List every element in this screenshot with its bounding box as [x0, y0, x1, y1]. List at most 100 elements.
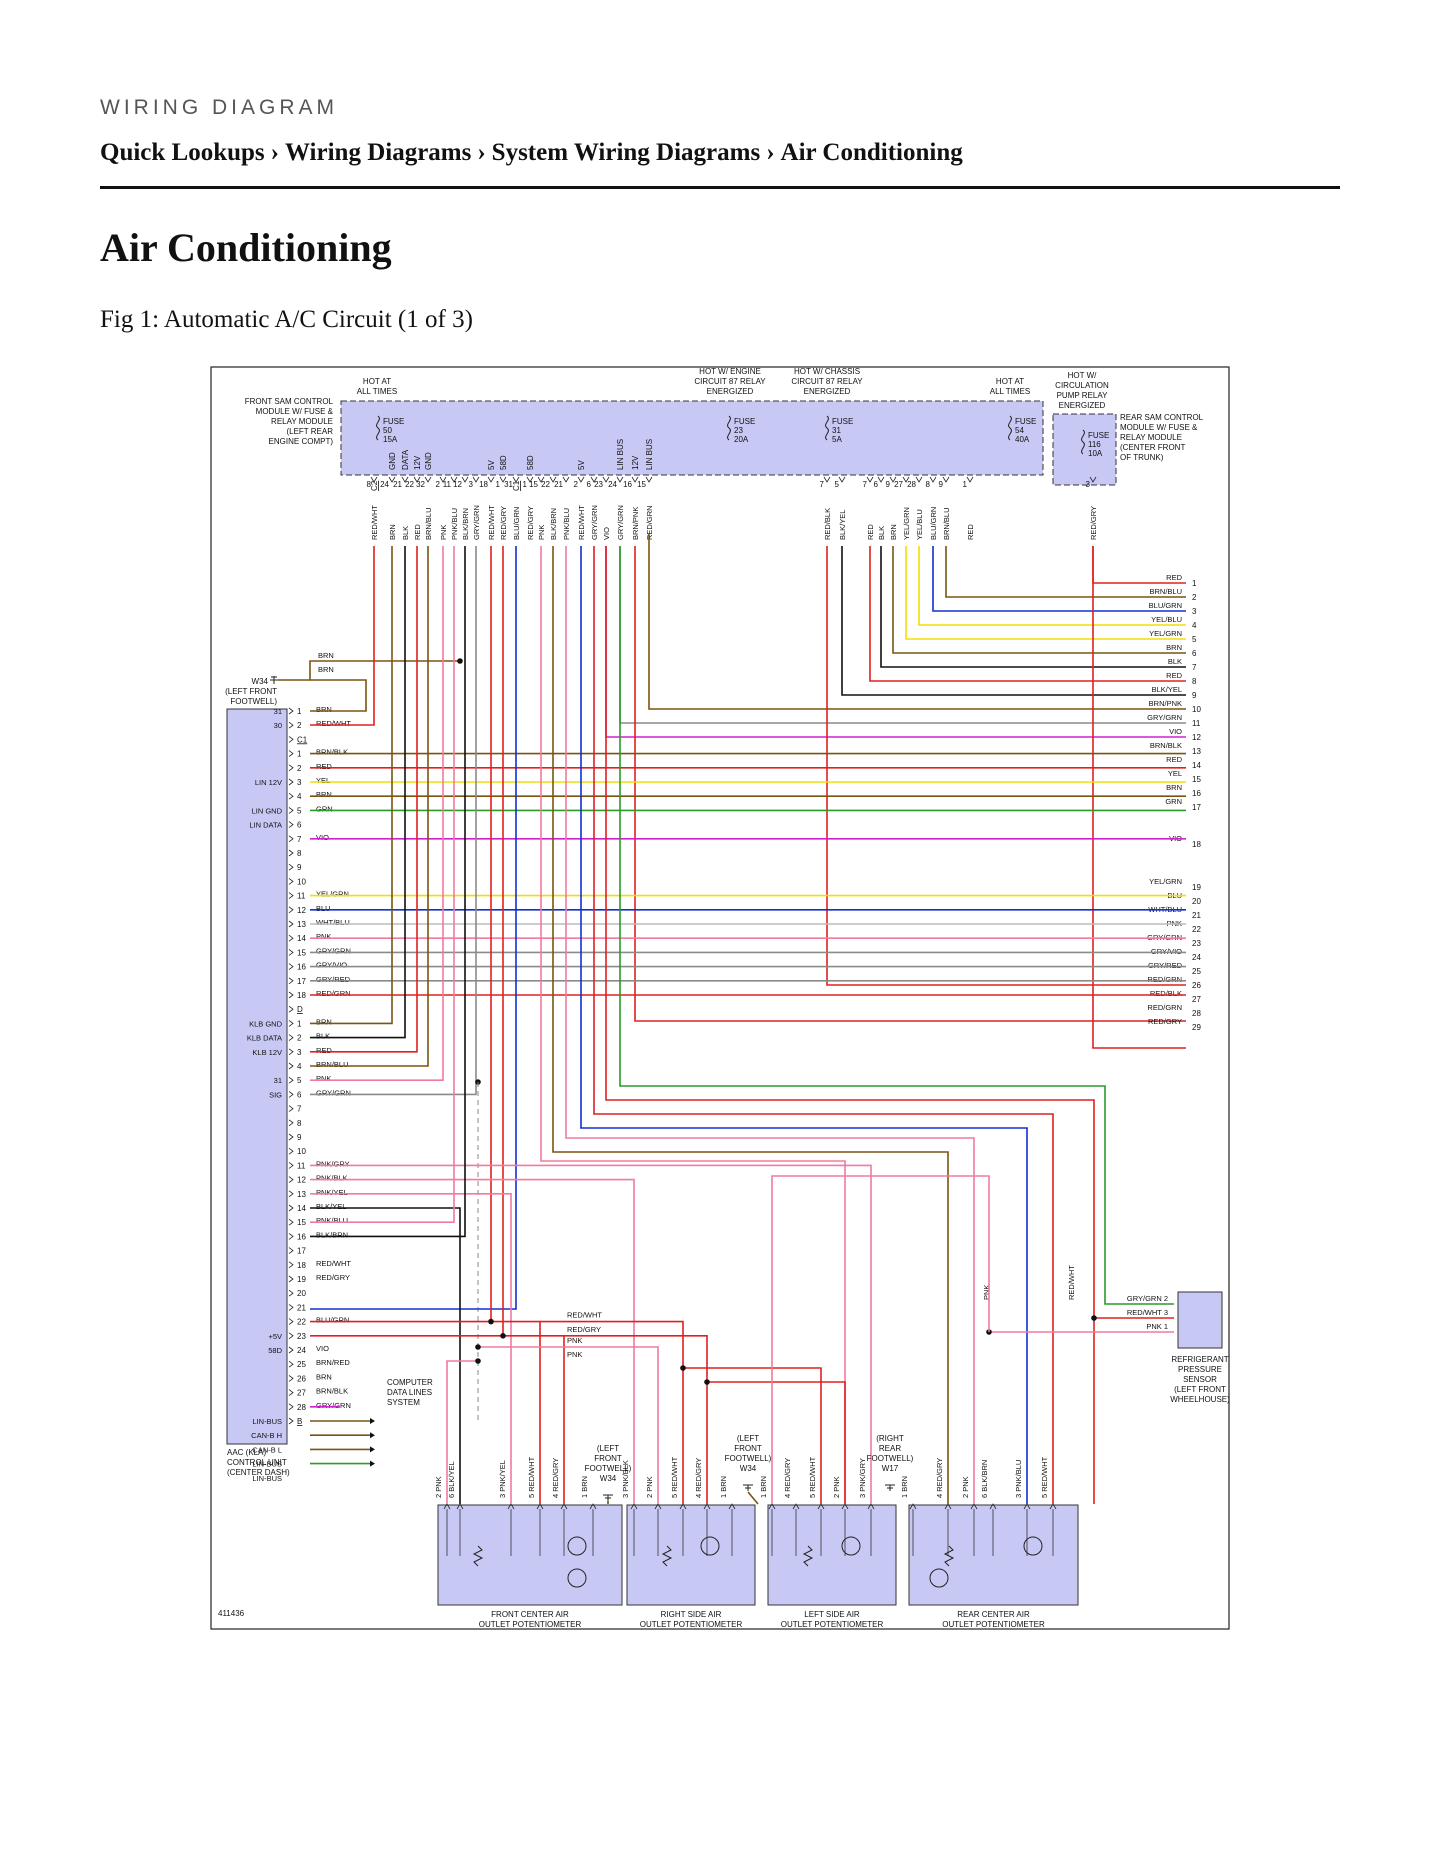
connector-pin-icon [288, 1190, 294, 1198]
off-page-wire-number: 19 [1192, 883, 1201, 892]
aac-pin-number: 10 [297, 877, 306, 886]
aac-control-unit-box [226, 708, 288, 1445]
wire-red [869, 546, 1186, 682]
hot-chassis-relay-label: ENERGIZED [804, 387, 851, 396]
potentiometer-pin-label: 4 RED/GRY [551, 1458, 560, 1498]
front-sam-module-box [340, 400, 1044, 476]
off-page-wire-number: 22 [1192, 925, 1201, 934]
off-page-wire-label: YEL/GRN [1149, 877, 1182, 886]
sam-pin-number: 28 [907, 480, 916, 489]
wire-pnk [540, 546, 846, 1504]
front-sam-module-label: FRONT SAM CONTROL [245, 397, 334, 406]
aac-function-label: LIN GND [252, 806, 283, 815]
connector-pin-icon [288, 1417, 294, 1425]
breadcrumb-quick-lookups[interactable]: Quick Lookups [100, 139, 265, 166]
aac-pin-number: 8 [297, 849, 302, 858]
aac-function-label: LIN-BUS [252, 1417, 282, 1426]
aac-wire-label: BLK/BRN [316, 1230, 348, 1239]
sam-wire-color: PNK [537, 525, 546, 540]
sam-pin-number: 9 [886, 480, 891, 489]
off-page-wire-label: RED/BLK [1150, 989, 1182, 998]
sam-wire-color: BLK/YEL [838, 510, 847, 540]
wire-red [310, 546, 418, 1053]
sam-pin-number: 21 [393, 480, 402, 489]
connector-pin-icon [792, 1503, 800, 1510]
wire-blk-yel [841, 546, 1186, 696]
wire-pnk-blu [565, 546, 975, 1504]
connector-pin-icon [288, 977, 294, 985]
aac-pin-number: 6 [297, 821, 302, 830]
breadcrumb-separator: › [766, 139, 775, 166]
sam-wire-color: YEL/BLU [915, 509, 924, 540]
off-page-wire-number: 24 [1192, 953, 1201, 962]
breadcrumb-system-wiring-diagrams[interactable]: System Wiring Diagrams [491, 139, 761, 166]
aac-pin-number: 21 [297, 1303, 306, 1312]
potentiometer-pin-label: 2 PNK [961, 1476, 970, 1498]
aac-pin-number: 17 [297, 977, 306, 986]
potentiometer-pin-label: 6 BLK/YEL [447, 1461, 456, 1498]
header-divider [100, 186, 1340, 189]
connector-pin-icon [512, 476, 520, 483]
sam-wire-color: BLU/GRN [929, 507, 938, 540]
sam-pin-number: 3 [1086, 480, 1091, 489]
wire-blk-brn [552, 546, 949, 1504]
wire-gry-grn [310, 546, 477, 1096]
connector-pin-icon [602, 476, 610, 483]
aac-pin-number: 5 [297, 1076, 302, 1085]
sam-pin-number: 7 [863, 480, 868, 489]
led-sensor-icon [700, 1536, 720, 1556]
aac-pin-number: 2 [297, 1034, 302, 1043]
aac-function-label: 58D [268, 1346, 282, 1355]
potentiometer-pin-label: 2 PNK [645, 1476, 654, 1498]
ground-location-label: FOOTWELL) [867, 1454, 914, 1463]
refrigerant-sensor-label: REFRIGERANT [1171, 1355, 1228, 1364]
sam-pin-number: 6 [874, 480, 879, 489]
wire-blu-grn [932, 546, 1186, 612]
wire-pnk-yel [310, 1192, 512, 1504]
connector-pin-icon [288, 920, 294, 928]
ground-location-label: FRONT [734, 1444, 762, 1453]
aac-function-label: CAN-B H [251, 1431, 282, 1440]
off-page-wire-label: BLK [1168, 657, 1182, 666]
connector-pin-icon [562, 476, 570, 483]
aac-pin-number: C1 [297, 735, 308, 744]
wire-gry-grn [619, 546, 1106, 1294]
connector-pin-icon [288, 1318, 294, 1325]
off-page-wire-number: 8 [1192, 677, 1197, 686]
aac-wire-label: YEL/GRN [316, 890, 349, 899]
connector-pin-icon [288, 1020, 294, 1027]
breadcrumb-wiring-diagrams[interactable]: Wiring Diagrams [285, 139, 472, 166]
connector-pin-icon [288, 1218, 294, 1226]
connector-pin-icon [288, 949, 294, 956]
sam-wire-color: RED/WHT [370, 505, 379, 540]
potentiometer-pin-label: 1 BRN [719, 1476, 728, 1498]
splice-dot [1091, 1315, 1097, 1321]
aac-wire-label: RED [316, 762, 332, 771]
connector-pin-icon [288, 1289, 294, 1297]
sam-pin-function: LIN BUS [616, 439, 625, 470]
aac-pin-number: 3 [297, 778, 302, 787]
fuse-icon [1008, 415, 1012, 441]
sam-pin-number: 11 [443, 480, 452, 489]
aac-function-label: 31 [274, 1076, 282, 1085]
aac-function-label: LIN 12V [255, 778, 282, 787]
sam-connector-id: C2 [370, 480, 379, 491]
wire-blk-brn [310, 546, 466, 1238]
wire-red-gry [564, 1334, 708, 1504]
aac-wire-label: BRN [316, 705, 332, 714]
aac-wire-label: BRN [316, 790, 332, 799]
sam-wire-color: VIO [602, 527, 611, 540]
sam-wire-color: BRN/BLU [942, 507, 951, 540]
connector-pin-icon [461, 476, 469, 483]
off-page-wire-number: 1 [1192, 579, 1197, 588]
aac-pin-number: 11 [297, 1161, 306, 1170]
sam-wire-color: RED/BLK [823, 508, 832, 540]
aac-pin-number: 10 [297, 1147, 306, 1156]
ground-icon [743, 1484, 753, 1491]
wire-red-gry [707, 1381, 846, 1504]
off-page-wire-number: 6 [1192, 649, 1197, 658]
breadcrumb-air-conditioning[interactable]: Air Conditioning [780, 139, 963, 166]
aac-pin-number: 24 [297, 1346, 306, 1355]
fuse-rating: 40A [1015, 435, 1030, 444]
